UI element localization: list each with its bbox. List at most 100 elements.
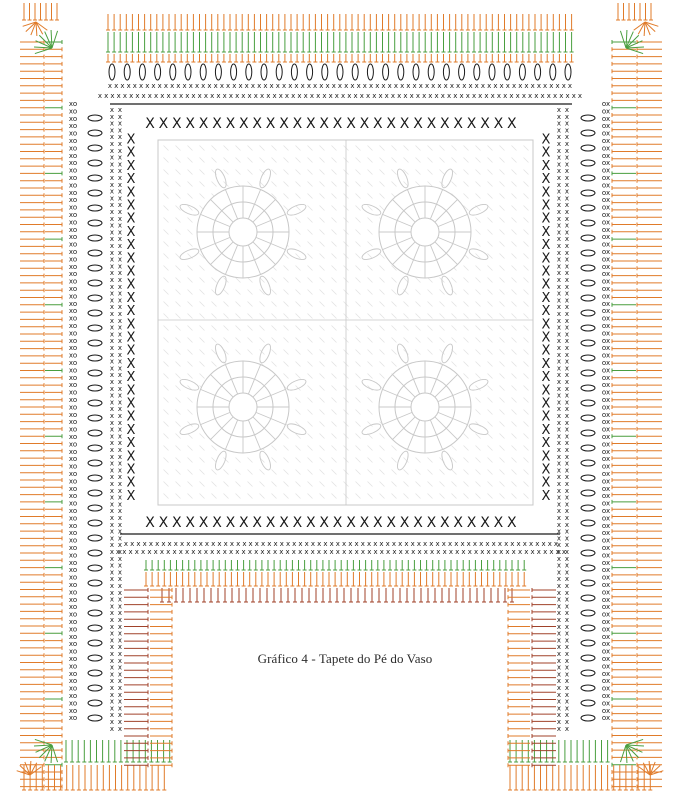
motif-grid-stitch bbox=[199, 301, 205, 307]
chain-slip-stitch: xo bbox=[69, 204, 77, 212]
chain-slip-stitch: xo bbox=[69, 411, 77, 419]
single-crochet-stitch: X bbox=[542, 212, 551, 227]
chain-stitch: x bbox=[557, 126, 561, 134]
medallion-petal bbox=[259, 343, 271, 364]
loop-stitch bbox=[580, 159, 596, 167]
single-crochet-stitch: X bbox=[542, 383, 551, 398]
chain-stitch: x bbox=[110, 303, 114, 311]
motif-grid-stitch bbox=[295, 337, 301, 343]
motif-grid-stitch bbox=[271, 469, 277, 475]
chain-stitch: x bbox=[118, 337, 122, 345]
chain-stitch: x bbox=[416, 92, 420, 100]
motif-grid-stitch bbox=[499, 193, 505, 199]
chain-slip-stitch: xo bbox=[69, 181, 77, 189]
medallion-spoke bbox=[247, 364, 262, 395]
chain-stitch: x bbox=[118, 256, 122, 264]
motif-grid-stitch bbox=[247, 145, 253, 151]
chain-slip-stitch: xo bbox=[69, 329, 77, 337]
chain-stitch: x bbox=[325, 82, 329, 90]
motif-grid-stitch bbox=[199, 445, 205, 451]
chain-stitch: x bbox=[565, 562, 569, 570]
motif-grid-stitch bbox=[355, 433, 361, 439]
chain-stitch: x bbox=[286, 540, 290, 548]
single-crochet-stitch: X bbox=[440, 515, 450, 531]
chain-stitch: x bbox=[288, 82, 292, 90]
chain-slip-stitch: xo bbox=[69, 699, 77, 707]
motif-grid-stitch bbox=[511, 205, 517, 211]
chain-stitch: x bbox=[565, 235, 569, 243]
motif-grid-stitch bbox=[355, 493, 361, 499]
loop-stitch bbox=[87, 264, 103, 272]
chain-stitch: x bbox=[298, 548, 302, 556]
chain-stitch: x bbox=[248, 92, 252, 100]
chain-stitch: x bbox=[531, 82, 535, 90]
motif-grid-stitch bbox=[175, 205, 181, 211]
chain-stitch: x bbox=[460, 540, 464, 548]
single-crochet-stitch: X bbox=[127, 291, 136, 306]
motif-grid-stitch bbox=[199, 253, 205, 259]
chain-stitch: x bbox=[186, 540, 190, 548]
motif-grid-stitch bbox=[223, 349, 229, 355]
chain-slip-stitch: ox bbox=[602, 588, 610, 596]
chain-stitch: x bbox=[557, 534, 561, 542]
single-crochet-stitch: X bbox=[185, 515, 195, 531]
medallion-spoke bbox=[434, 374, 458, 398]
motif-grid-stitch bbox=[499, 481, 505, 487]
chain-stitch: x bbox=[557, 337, 561, 345]
motif-grid-stitch bbox=[331, 277, 337, 283]
chain-stitch: x bbox=[557, 324, 561, 332]
motif-grid-stitch bbox=[163, 421, 169, 427]
motif-grid-stitch bbox=[295, 205, 301, 211]
chain-slip-stitch: xo bbox=[69, 403, 77, 411]
motif-grid-stitch bbox=[319, 337, 325, 343]
motif-grid-stitch bbox=[523, 397, 529, 403]
loop-stitch bbox=[87, 459, 103, 467]
loop-stitch bbox=[87, 234, 103, 242]
chain-stitch: x bbox=[110, 616, 114, 624]
chain-stitch: x bbox=[437, 82, 441, 90]
motif-grid-stitch bbox=[259, 325, 265, 331]
medallion-spoke bbox=[382, 236, 413, 251]
chain-stitch: x bbox=[118, 500, 122, 508]
chain-stitch: x bbox=[317, 548, 321, 556]
chain-stitch: x bbox=[110, 405, 114, 413]
chain-slip-stitch: ox bbox=[602, 374, 610, 382]
corner-fan-stitch bbox=[625, 40, 643, 49]
chain-slip-stitch: xo bbox=[69, 255, 77, 263]
chain-stitch: x bbox=[235, 92, 239, 100]
chain-stitch: x bbox=[319, 82, 323, 90]
corner-fan-stitch bbox=[33, 46, 53, 49]
chain-slip-stitch: xo bbox=[69, 307, 77, 315]
chain-stitch: x bbox=[179, 92, 183, 100]
chain-stitch: x bbox=[565, 500, 569, 508]
motif-grid-stitch bbox=[187, 229, 193, 235]
motif-grid-stitch bbox=[367, 301, 373, 307]
corner-fan-stitch bbox=[44, 31, 53, 49]
chain-stitch: x bbox=[529, 540, 533, 548]
chain-stitch: x bbox=[565, 344, 569, 352]
motif-grid-stitch bbox=[391, 181, 397, 187]
chain-slip-stitch: xo bbox=[69, 292, 77, 300]
chain-stitch: x bbox=[151, 82, 155, 90]
corner-fan-stitch bbox=[625, 47, 644, 55]
motif-grid-stitch bbox=[487, 241, 493, 247]
loop-stitch bbox=[580, 489, 596, 497]
chain-slip-stitch: ox bbox=[602, 159, 610, 167]
medallion-spoke bbox=[437, 213, 468, 228]
motif-grid-stitch bbox=[199, 169, 205, 175]
motif-grid-stitch bbox=[391, 481, 397, 487]
chain-slip-stitch: ox bbox=[602, 418, 610, 426]
motif-grid-stitch bbox=[295, 145, 301, 151]
motif-grid-stitch bbox=[391, 361, 397, 367]
chain-stitch: x bbox=[183, 82, 187, 90]
single-crochet-stitch: X bbox=[542, 463, 551, 478]
motif-grid-stitch bbox=[283, 145, 289, 151]
motif-grid-stitch bbox=[175, 169, 181, 175]
loop-stitch bbox=[580, 534, 596, 542]
chain-stitch: x bbox=[118, 664, 122, 672]
single-crochet-stitch: X bbox=[542, 397, 551, 412]
motif-grid-stitch bbox=[331, 217, 337, 223]
motif-grid-stitch bbox=[163, 157, 169, 163]
chain-stitch: x bbox=[110, 664, 114, 672]
chain-stitch: x bbox=[116, 548, 120, 556]
